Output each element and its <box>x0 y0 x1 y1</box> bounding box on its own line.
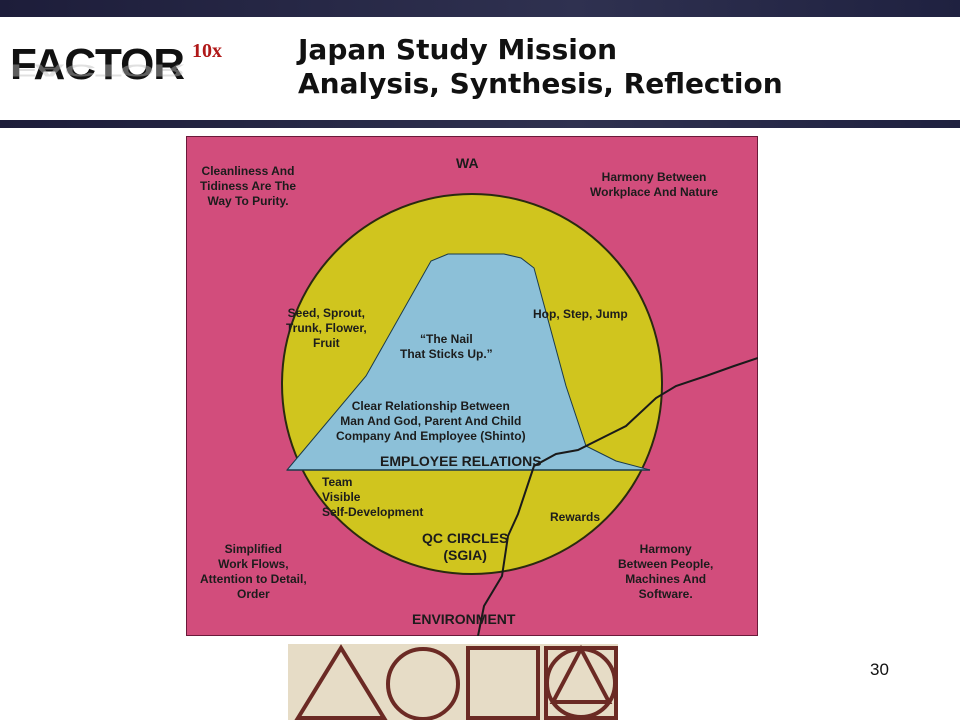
logo-reflection: FACTOR <box>10 60 185 80</box>
shapes-graphic <box>288 644 618 721</box>
label-hop-step-jump: Hop, Step, Jump <box>533 307 628 321</box>
slide-title: Japan Study Mission Analysis, Synthesis,… <box>298 33 783 101</box>
crack-line <box>477 357 758 636</box>
label-seed-sprout: Seed, Sprout,Trunk, Flower,Fruit <box>286 306 367 350</box>
top-banner <box>0 0 960 17</box>
title-line-2: Analysis, Synthesis, Reflection <box>298 67 783 100</box>
shapes-strip <box>288 644 618 721</box>
factor10x-logo: FACTOR 10x FACTOR <box>10 40 230 100</box>
square-shape <box>466 646 540 720</box>
header-divider <box>0 120 960 128</box>
mountain <box>285 253 651 471</box>
diagram-graphic <box>186 136 758 636</box>
label-environment: ENVIRONMENT <box>412 611 516 627</box>
label-qc-circles: QC CIRCLES(SGIA) <box>422 530 509 563</box>
label-rewards: Rewards <box>550 510 601 524</box>
title-line-1: Japan Study Mission <box>298 33 618 66</box>
label-wa: WA <box>456 155 479 171</box>
label-employee-relations: EMPLOYEE RELATIONS <box>380 453 542 469</box>
logo-text: FACTOR <box>10 40 185 89</box>
circle-shape <box>386 647 460 721</box>
page-number: 30 <box>870 660 889 679</box>
combined-triangle <box>549 644 613 704</box>
triangle-shape <box>294 644 388 720</box>
logo-superscript: 10x <box>192 40 222 62</box>
